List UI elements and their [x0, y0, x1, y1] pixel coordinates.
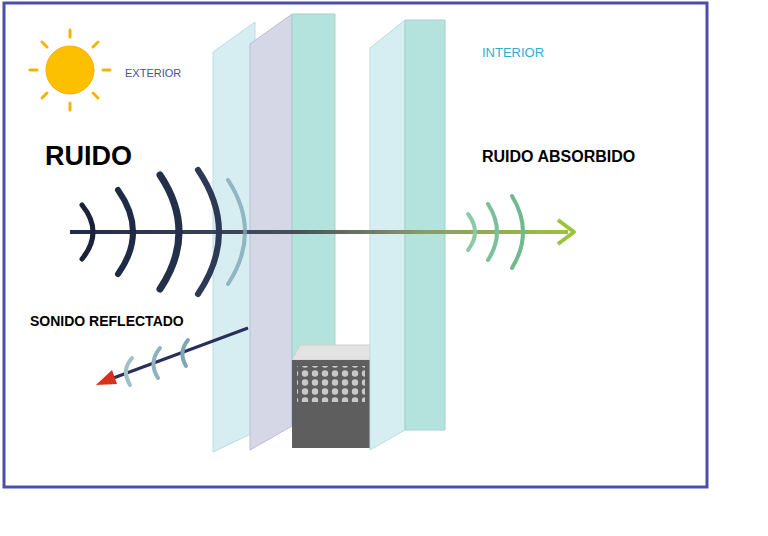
- spacer-desiccant: [297, 366, 365, 402]
- noise-line: [70, 230, 568, 234]
- spacer-top: [292, 345, 375, 360]
- sound-waves-reflected: [126, 340, 188, 385]
- spacer-bar: [292, 360, 370, 448]
- frame-border: [4, 3, 707, 487]
- glass-pane-side: [370, 20, 405, 450]
- reflected-arrowhead: [96, 370, 117, 385]
- reflected-sound-label: SONIDO REFLECTADO: [30, 314, 184, 329]
- interior-label: INTERIOR: [482, 46, 544, 60]
- exterior-label: EXTERIOR: [125, 67, 181, 79]
- sound-waves-in: [82, 170, 245, 294]
- noise-label: RUIDO: [45, 142, 132, 172]
- sound-waves-out: [468, 196, 523, 268]
- sun-icon: [30, 30, 110, 110]
- absorbed-noise-label: RUIDO ABSORBIDO: [482, 148, 635, 166]
- noise-arrowhead: [558, 220, 574, 244]
- glass-pane-face: [405, 20, 445, 430]
- reflected-line: [108, 328, 248, 380]
